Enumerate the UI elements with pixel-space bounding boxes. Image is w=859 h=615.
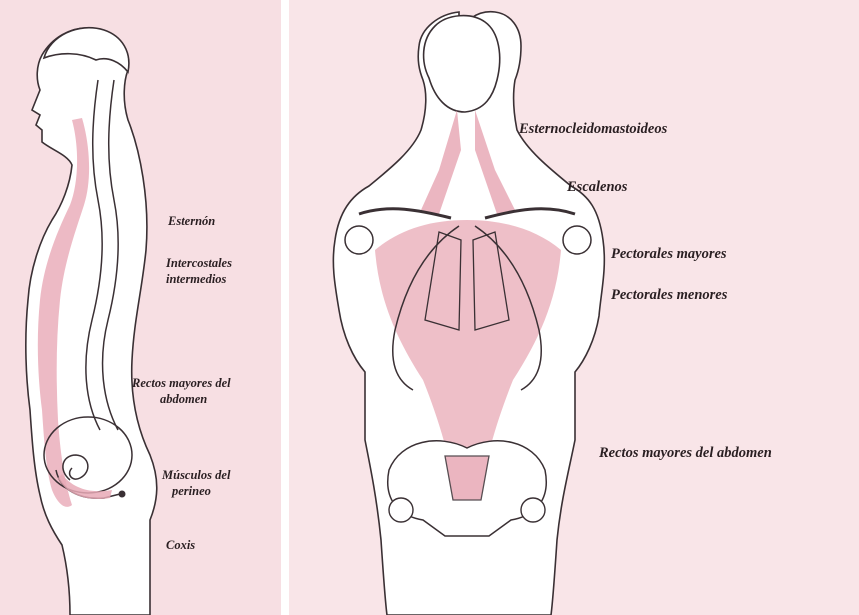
label-esternon: Esternón bbox=[168, 214, 215, 230]
front-view-panel: Esternocleidomastoideos Escalenos Pector… bbox=[289, 0, 859, 615]
label-rectos-mayores-abdomen: Rectos mayores del abdomen bbox=[599, 444, 772, 462]
label-pectorales-menores: Pectorales menores bbox=[611, 286, 727, 304]
label-pectorales-mayores: Pectorales mayores bbox=[611, 245, 727, 263]
label-rectos-line1: Rectos mayores del bbox=[132, 376, 231, 392]
side-view-panel: Esternón Intercostales intermedios Recto… bbox=[0, 0, 281, 615]
label-coxis: Coxis bbox=[166, 538, 195, 554]
label-esternocleidomastoideos: Esternocleidomastoideos bbox=[519, 120, 667, 138]
side-view-figure bbox=[0, 0, 281, 615]
panel-divider bbox=[281, 0, 289, 615]
side-coccyx-dot bbox=[119, 491, 126, 498]
label-rectos-line2: abdomen bbox=[160, 392, 207, 408]
label-intercostales-line2: intermedios bbox=[166, 272, 226, 288]
label-escalenos: Escalenos bbox=[567, 178, 627, 196]
front-shoulder-right bbox=[563, 226, 591, 254]
front-hip-left bbox=[389, 498, 413, 522]
front-sacrum bbox=[445, 456, 489, 500]
front-shoulder-left bbox=[345, 226, 373, 254]
front-view-figure bbox=[289, 0, 859, 615]
label-intercostales-line1: Intercostales bbox=[166, 256, 232, 272]
label-musculos-line2: perineo bbox=[172, 484, 211, 500]
label-musculos-line1: Músculos del bbox=[162, 468, 230, 484]
front-hip-right bbox=[521, 498, 545, 522]
